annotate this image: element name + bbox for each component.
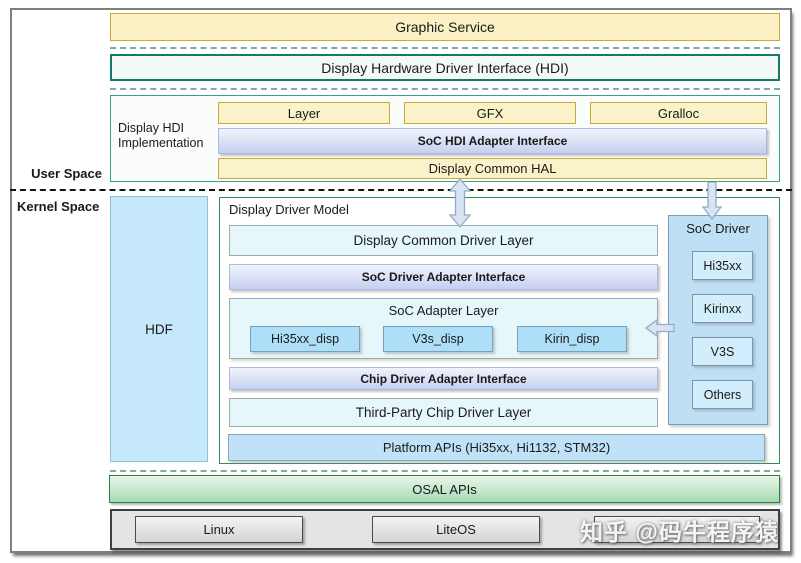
kirin-disp-label: Kirin_disp bbox=[544, 332, 600, 346]
gralloc-box: Gralloc bbox=[590, 102, 767, 124]
display-common-hal-label: Display Common HAL bbox=[428, 161, 557, 176]
soc-driver-adapter-interface-box: SoC Driver Adapter Interface bbox=[229, 264, 658, 290]
hdi-box: Display Hardware Driver Interface (HDI) bbox=[110, 54, 780, 81]
hdf-label: HDF bbox=[145, 321, 173, 337]
linux-label: Linux bbox=[203, 522, 235, 537]
soc-hi35xx-chip: Hi35xx bbox=[692, 251, 753, 280]
soc-others-chip: Others bbox=[692, 380, 753, 409]
osal-apis-box: OSAL APIs bbox=[109, 475, 780, 503]
hdi-label: Display Hardware Driver Interface (HDI) bbox=[321, 59, 569, 76]
soc-hdi-adapter-interface-box: SoC HDI Adapter Interface bbox=[218, 128, 767, 154]
layer-label: Layer bbox=[287, 105, 321, 121]
hi35xx-disp-chip: Hi35xx_disp bbox=[250, 326, 360, 352]
hdf-box: HDF bbox=[110, 196, 208, 462]
liteos-box: LiteOS bbox=[372, 516, 540, 543]
watermark: 知乎 @码牛程序猿 bbox=[580, 519, 779, 545]
soc-driver-adapter-interface-label: SoC Driver Adapter Interface bbox=[361, 270, 526, 284]
arrow-down-icon bbox=[702, 182, 722, 220]
v3s-disp-label: V3s_disp bbox=[412, 332, 464, 346]
soc-kirinxx-chip: Kirinxx bbox=[692, 294, 753, 323]
soc-driver-title: SoC Driver bbox=[686, 221, 750, 236]
display-common-driver-layer-label: Display Common Driver Layer bbox=[353, 233, 534, 248]
third-party-chip-driver-layer-box: Third-Party Chip Driver Layer bbox=[229, 398, 658, 427]
kirin-disp-chip: Kirin_disp bbox=[517, 326, 627, 352]
display-common-hal-box: Display Common HAL bbox=[218, 158, 767, 179]
os-box-obscured bbox=[594, 516, 760, 543]
separator-dashed-1 bbox=[110, 47, 780, 49]
soc-hi35xx-label: Hi35xx bbox=[703, 258, 742, 273]
arrow-double-vertical-icon bbox=[448, 178, 472, 228]
osal-apis-label: OSAL APIs bbox=[412, 481, 477, 497]
hdi-implementation-label: Display HDI Implementation bbox=[118, 121, 204, 150]
user-kernel-boundary bbox=[10, 189, 792, 191]
v3s-disp-chip: V3s_disp bbox=[383, 326, 493, 352]
display-driver-model-title: Display Driver Model bbox=[229, 202, 349, 217]
third-party-chip-driver-layer-label: Third-Party Chip Driver Layer bbox=[355, 405, 532, 420]
hi35xx-disp-label: Hi35xx_disp bbox=[270, 332, 340, 346]
separator-dashed-2 bbox=[110, 88, 780, 90]
graphic-service-box: Graphic Service bbox=[110, 13, 780, 41]
display-common-driver-layer-box: Display Common Driver Layer bbox=[229, 225, 658, 256]
chip-driver-adapter-interface-label: Chip Driver Adapter Interface bbox=[360, 371, 527, 386]
soc-others-label: Others bbox=[703, 387, 742, 402]
platform-apis-label: Platform APIs (Hi35xx, Hi1132, STM32) bbox=[382, 440, 611, 455]
soc-v3s-label: V3S bbox=[710, 344, 735, 359]
soc-kirinxx-label: Kirinxx bbox=[703, 301, 742, 316]
gralloc-label: Gralloc bbox=[657, 105, 700, 121]
gfx-label: GFX bbox=[476, 105, 504, 121]
platform-apis-box: Platform APIs (Hi35xx, Hi1132, STM32) bbox=[228, 434, 765, 461]
graphic-service-label: Graphic Service bbox=[395, 19, 495, 35]
soc-v3s-chip: V3S bbox=[692, 337, 753, 366]
gfx-box: GFX bbox=[404, 102, 576, 124]
soc-adapter-layer-title: SoC Adapter Layer bbox=[388, 303, 499, 318]
chip-driver-adapter-interface-box: Chip Driver Adapter Interface bbox=[229, 367, 658, 390]
kernel-space-label: Kernel Space bbox=[17, 199, 100, 214]
separator-dashed-3 bbox=[110, 470, 780, 472]
linux-box: Linux bbox=[135, 516, 303, 543]
soc-hdi-adapter-interface-label: SoC HDI Adapter Interface bbox=[417, 134, 568, 148]
liteos-label: LiteOS bbox=[436, 522, 476, 537]
user-space-label: User Space bbox=[31, 166, 102, 181]
arrow-left-icon bbox=[645, 319, 675, 337]
layer-box: Layer bbox=[218, 102, 390, 124]
